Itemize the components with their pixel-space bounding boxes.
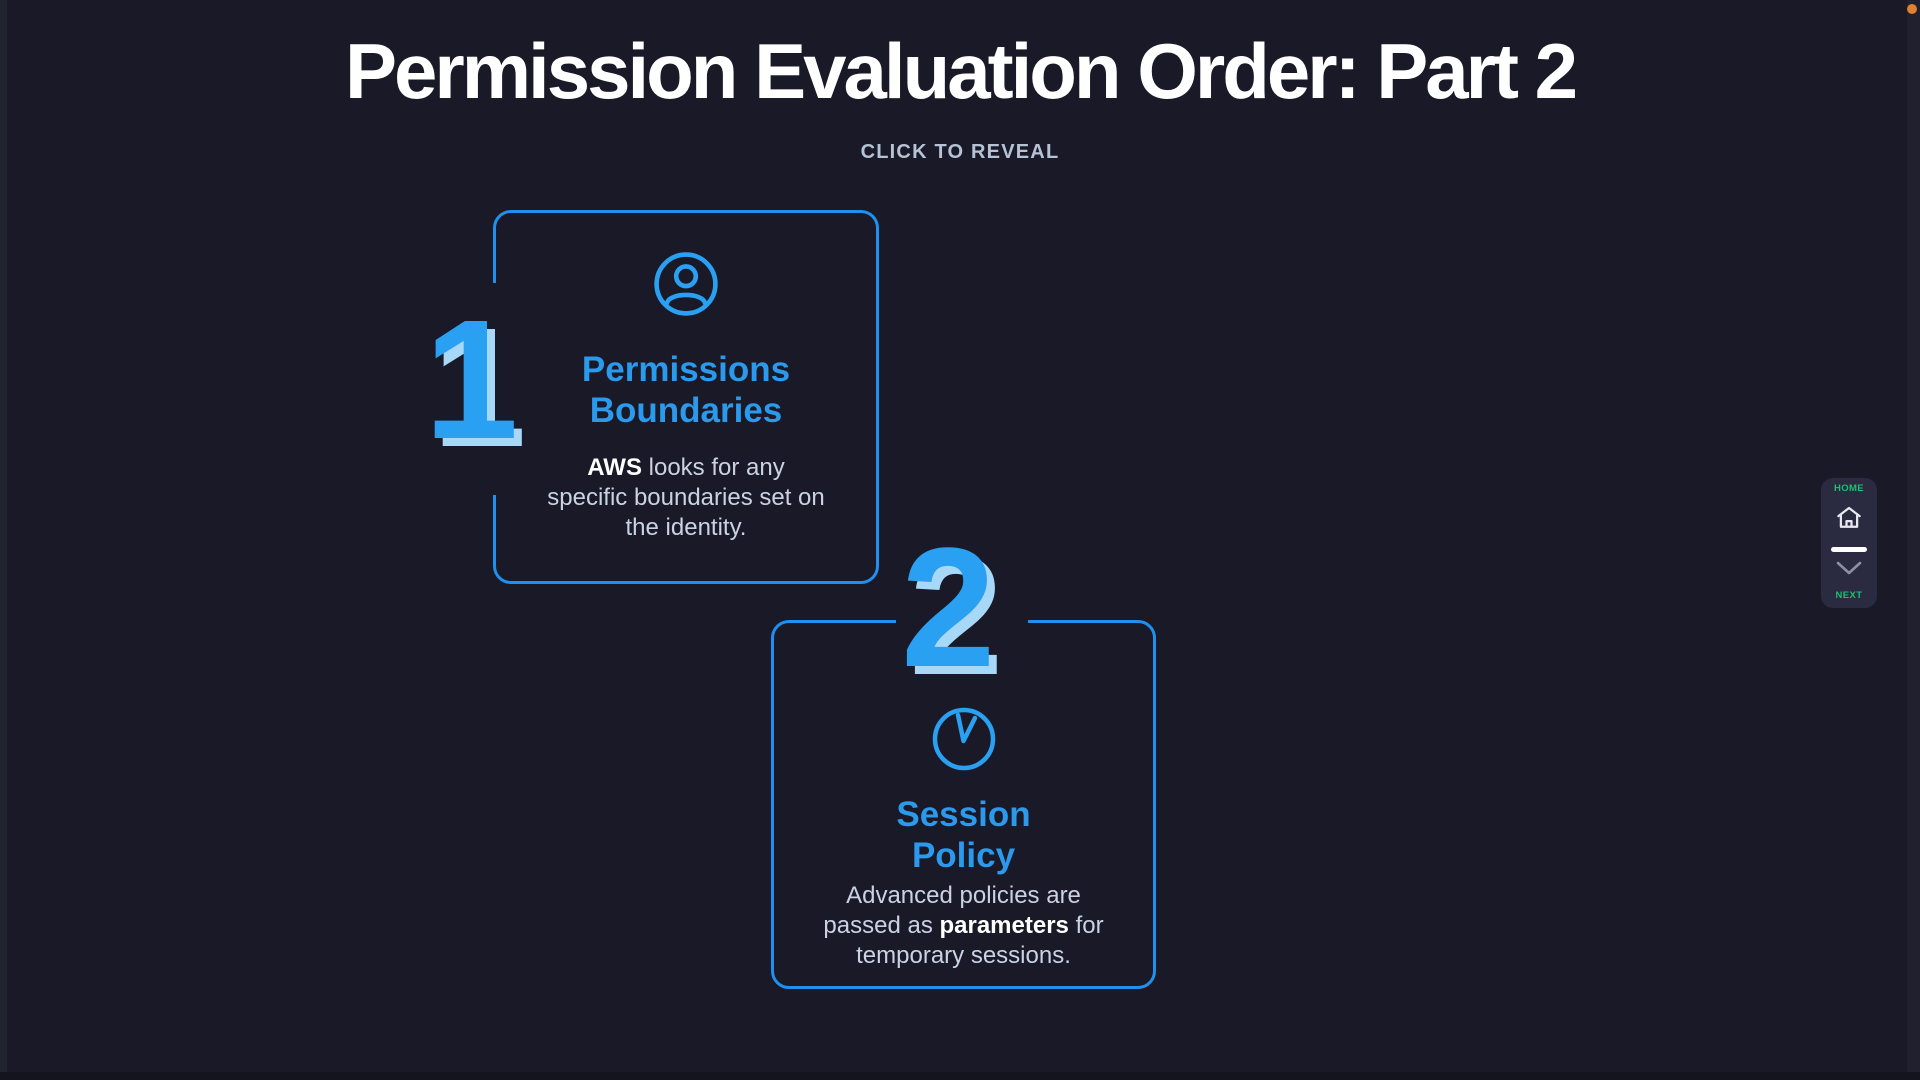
card-title: Permissions Boundaries bbox=[581, 350, 791, 430]
next-slide-button[interactable] bbox=[1834, 560, 1864, 581]
card-session-policy[interactable]: Session Policy Advanced policies are pas… bbox=[771, 620, 1156, 989]
card2-border-gap bbox=[896, 610, 1028, 630]
recording-indicator-dot bbox=[1907, 4, 1917, 14]
card-title: Session Policy bbox=[896, 795, 1031, 875]
home-label[interactable]: HOME bbox=[1833, 483, 1865, 494]
card-permissions-boundaries[interactable]: Permissions Boundaries AWS looks for any… bbox=[493, 210, 879, 584]
click-to-reveal-hint: CLICK TO REVEAL bbox=[860, 141, 1060, 163]
slide-nav-widget: HOME NEXT bbox=[1821, 478, 1877, 608]
home-button[interactable] bbox=[1834, 503, 1864, 538]
page-title: Permission Evaluation Order: Part 2 bbox=[344, 27, 1578, 115]
clock-icon bbox=[930, 705, 998, 778]
card-description: AWS looks for any specific boundaries se… bbox=[547, 454, 825, 541]
window-edge-bottom bbox=[0, 1072, 1920, 1080]
next-label[interactable]: NEXT bbox=[1835, 590, 1863, 601]
card1-border-gap bbox=[483, 283, 507, 495]
step-number-1: 1 bbox=[424, 285, 519, 475]
step-number-2: 2 bbox=[901, 513, 996, 703]
user-icon bbox=[653, 251, 719, 322]
window-edge-left bbox=[0, 0, 7, 1080]
home-icon bbox=[1834, 503, 1864, 538]
chevron-down-icon bbox=[1834, 560, 1864, 581]
nav-divider bbox=[1831, 546, 1867, 552]
window-edge-right bbox=[1907, 0, 1920, 1080]
card-description: Advanced policies are passed as paramete… bbox=[823, 882, 1104, 969]
